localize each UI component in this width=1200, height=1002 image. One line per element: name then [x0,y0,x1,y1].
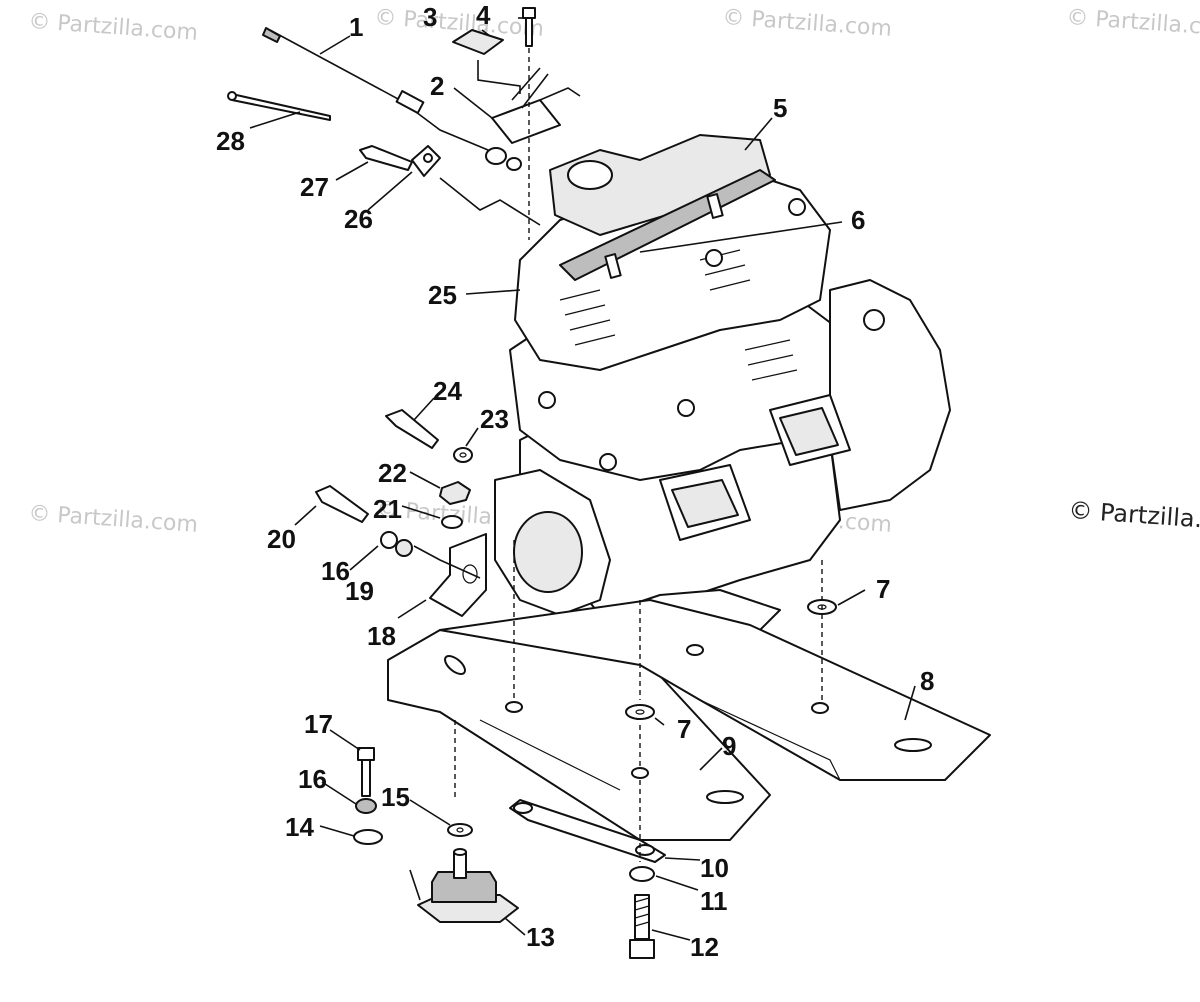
washer-16-upper [380,531,398,549]
callout-13: 13 [526,922,555,952]
callout-11: 11 [700,886,728,916]
callout-19: 19 [345,576,374,606]
callout-6: 6 [851,205,865,235]
mount-rail-8 [439,599,991,781]
washer-11 [629,866,655,882]
washer-15 [447,823,473,837]
callout-23: 23 [480,404,509,434]
callout-16-upper: 16 [321,556,350,586]
housing-bolt [863,309,885,331]
pto-bore [513,511,583,593]
callout-18: 18 [367,621,396,651]
intake-reed-blocks [659,394,851,541]
rubber-mount-13 [417,848,519,923]
callout-15: 15 [381,782,410,812]
bracket-2 [491,99,561,144]
washer-14 [353,829,383,845]
bracket-18 [429,533,487,617]
throttle-cable-1 [269,29,489,151]
screw-4 [522,7,536,19]
callout-24: 24 [433,376,462,406]
bolt-20 [315,485,369,523]
callout-7-lower: 7 [677,714,691,744]
callout-labels: 1 2 3 4 5 6 7 7 8 9 10 11 12 13 14 15 16… [216,0,934,962]
callout-27: 27 [300,172,329,202]
callout-9: 9 [722,731,736,761]
washer-23 [453,447,473,463]
exhaust-manifold [549,134,771,236]
washer-16-lower [355,798,377,814]
bolt-24 [385,409,439,449]
watermark-top-left: © Partzilla.com [28,9,199,46]
flywheel-housing [829,279,951,511]
callout-17: 17 [304,709,333,739]
nut-22 [439,481,471,505]
callout-7-upper: 7 [876,574,890,604]
callout-8: 8 [920,666,934,696]
washer-19 [395,539,413,557]
watermark-top-right: © Partzilla.com [722,5,893,42]
callout-25: 25 [428,280,457,310]
callout-14: 14 [285,812,314,842]
leader-lines [249,17,916,941]
engine-assembly [494,134,951,651]
callout-1: 1 [349,12,363,42]
bolt-27 [359,145,413,171]
exhaust-port [567,160,613,190]
watermark-top-center: © Partzilla.com [374,5,545,42]
callout-28: 28 [216,126,245,156]
mounting-rails [387,599,991,841]
callout-21: 21 [373,494,402,524]
callout-4: 4 [476,0,491,30]
callout-26: 26 [344,204,373,234]
washer-21 [441,515,463,529]
bolt-17 [357,747,375,761]
callout-3: 3 [423,2,437,32]
pin-28 [231,93,331,121]
decal-3 [452,29,504,55]
callout-5: 5 [773,93,787,123]
callout-12: 12 [690,932,719,962]
hardware [227,7,837,959]
head-bolts [538,198,806,471]
rail-holes [505,644,829,779]
strap-plate-10 [509,799,666,863]
callout-20: 20 [267,524,296,554]
callout-10: 10 [700,853,729,883]
callout-16-lower: 16 [298,764,327,794]
spark-plugs [604,193,724,279]
head-rail [559,169,776,281]
washer-7-lower [625,704,655,720]
watermark-mid-left: © Partzilla.com [28,501,199,538]
callout-2: 2 [430,71,444,101]
watermark-top-far-right: © Partzilla.com [1066,5,1200,42]
callout-22: 22 [378,458,407,488]
assembly-lines [409,48,823,901]
watermark-side: © Partzilla.c [1068,496,1200,534]
